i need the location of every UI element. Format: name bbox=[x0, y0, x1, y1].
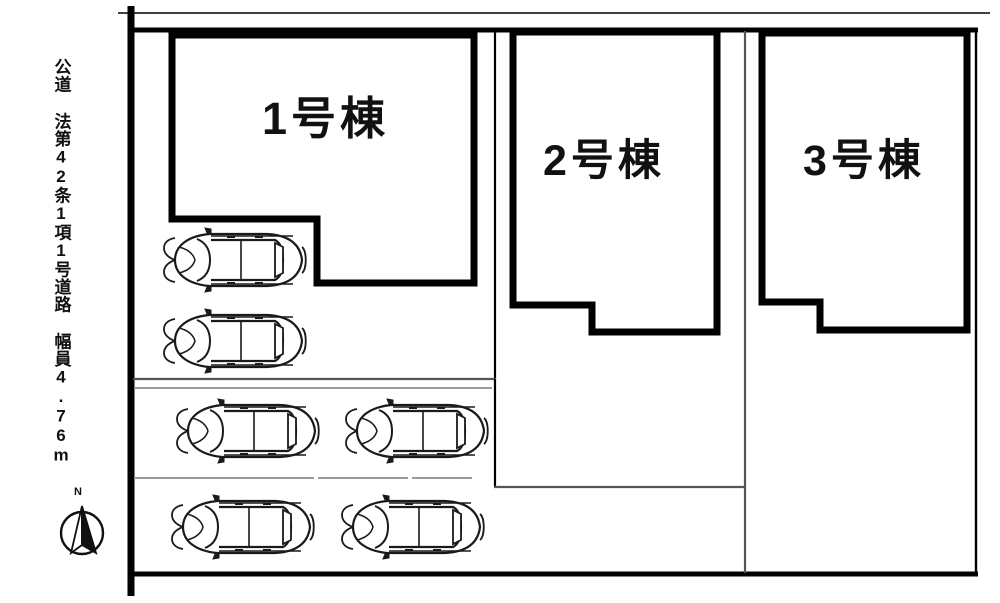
car-icon-space-1 bbox=[162, 226, 307, 294]
building-2-outline bbox=[509, 28, 721, 336]
car-icon-space-3 bbox=[175, 397, 320, 465]
building-1-outline bbox=[168, 31, 478, 287]
building-3-outline bbox=[758, 29, 971, 334]
car-icon-space-4 bbox=[344, 397, 489, 465]
north-arrow-icon bbox=[59, 505, 105, 556]
car-icon-space-5 bbox=[170, 493, 315, 561]
compass-north-label: N bbox=[74, 486, 82, 498]
car-icon-space-6 bbox=[340, 493, 485, 561]
car-icon-space-2 bbox=[162, 307, 307, 375]
